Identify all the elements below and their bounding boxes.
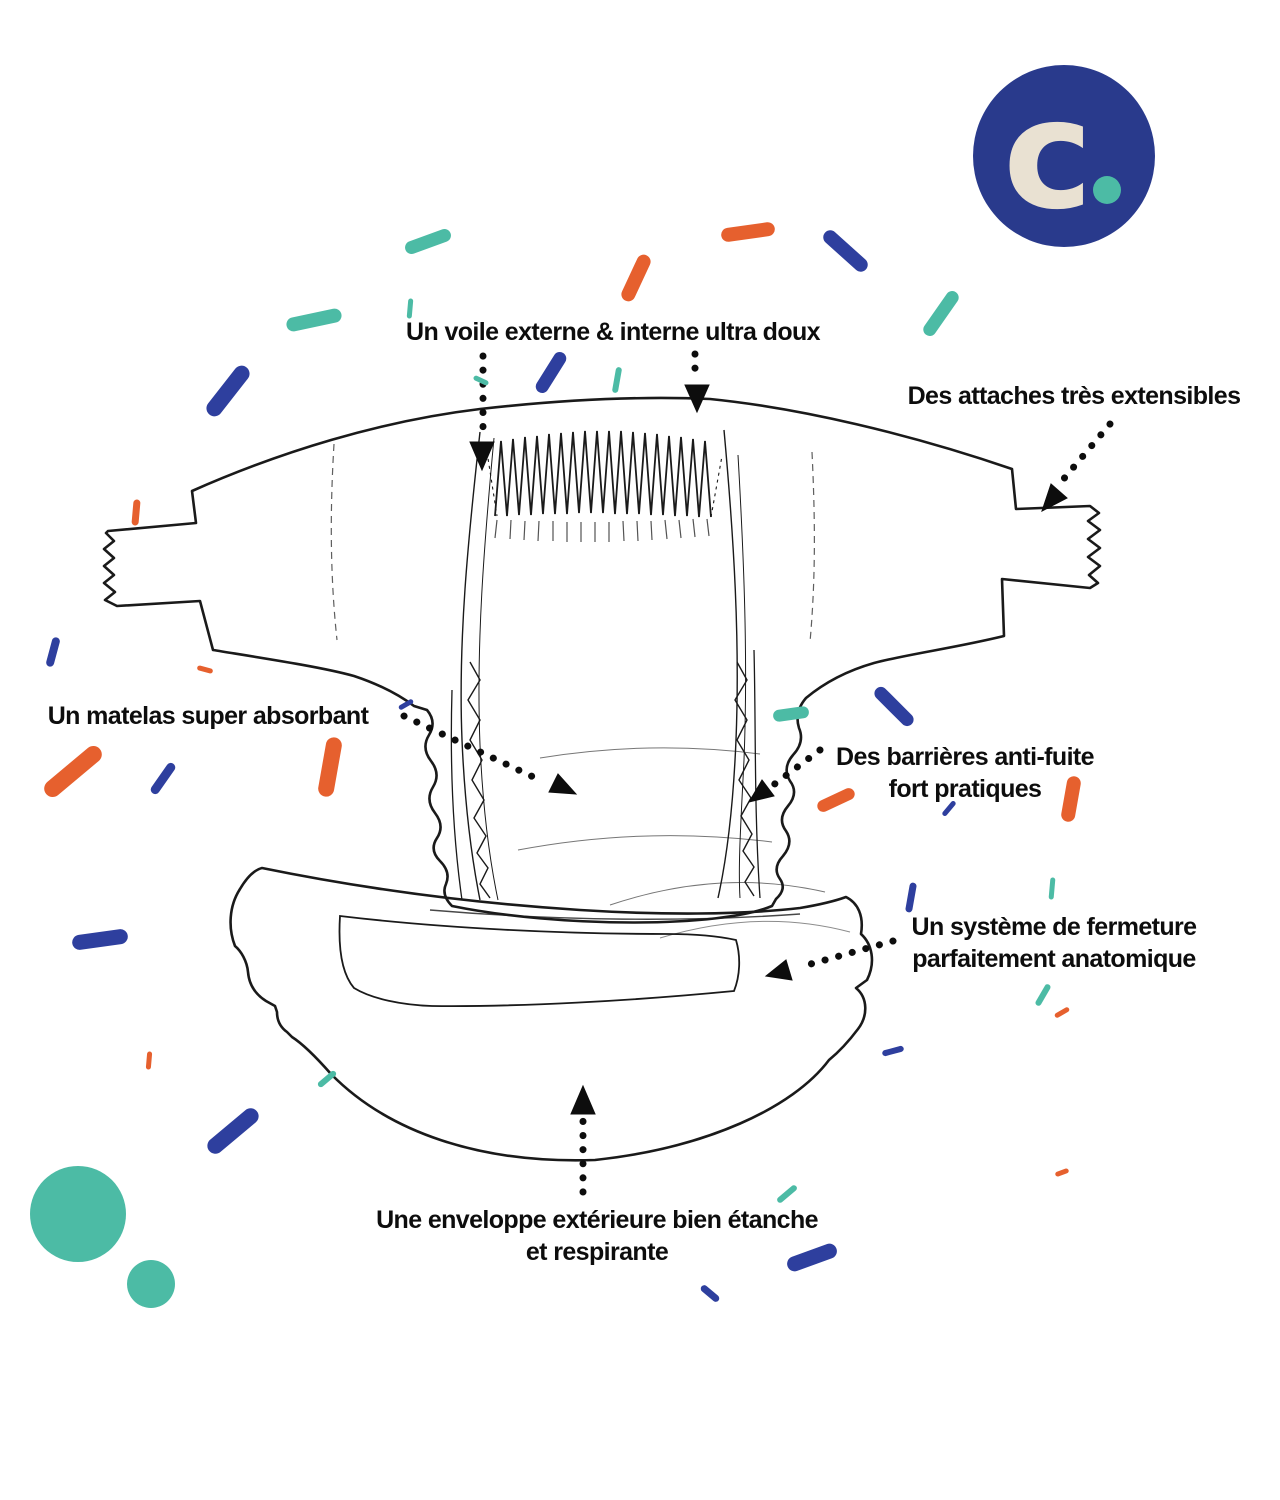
brand-logo: c xyxy=(973,65,1155,247)
fabric-crease-arcs xyxy=(517,747,851,939)
arrow-voile-right xyxy=(684,350,710,414)
elastic-pleats-texture xyxy=(486,430,723,542)
anti-leak-barrier-zigzags xyxy=(450,649,761,901)
label-enveloppe-line1: Une enveloppe extérieure bien étanche xyxy=(376,1206,818,1234)
label-fermeture-line1: Un système de fermeture xyxy=(911,913,1198,941)
confetti-circle-small xyxy=(127,1260,175,1308)
label-attaches: Des attaches très extensibles xyxy=(907,382,1241,410)
arrow-matelas xyxy=(400,712,578,795)
panel-crease-lines xyxy=(330,443,815,643)
arrow-enveloppe xyxy=(570,1084,596,1196)
label-enveloppe: Une enveloppe extérieure bien étanche et… xyxy=(372,1204,822,1268)
arrow-fermeture xyxy=(764,937,897,981)
arrow-attaches xyxy=(1041,420,1114,513)
arrow-voile-left xyxy=(469,352,495,472)
absorbent-pad-edges xyxy=(460,429,747,901)
confetti-circle-large xyxy=(30,1166,126,1262)
label-barrieres: Des barrières anti-fuite fort pratiques xyxy=(790,741,1140,805)
arrow-barrieres xyxy=(747,746,824,803)
label-barrieres-line1: Des barrières anti-fuite xyxy=(836,743,1095,771)
label-barrieres-line2: fort pratiques xyxy=(888,775,1042,803)
label-enveloppe-line2: et respirante xyxy=(525,1238,669,1266)
label-voile: Un voile externe & interne ultra doux xyxy=(405,318,821,346)
logo-dot-icon xyxy=(1093,176,1121,204)
diaper-front-panel xyxy=(229,866,874,1162)
label-matelas: Un matelas super absorbant xyxy=(47,702,369,730)
tape-landing-zone xyxy=(338,914,741,1008)
label-fermeture-line2: parfaitement anatomique xyxy=(912,945,1196,973)
diaper-back-panel xyxy=(102,396,1102,924)
label-fermeture: Un système de fermeture parfaitement ana… xyxy=(879,911,1229,975)
logo-letter: c xyxy=(1003,66,1093,243)
